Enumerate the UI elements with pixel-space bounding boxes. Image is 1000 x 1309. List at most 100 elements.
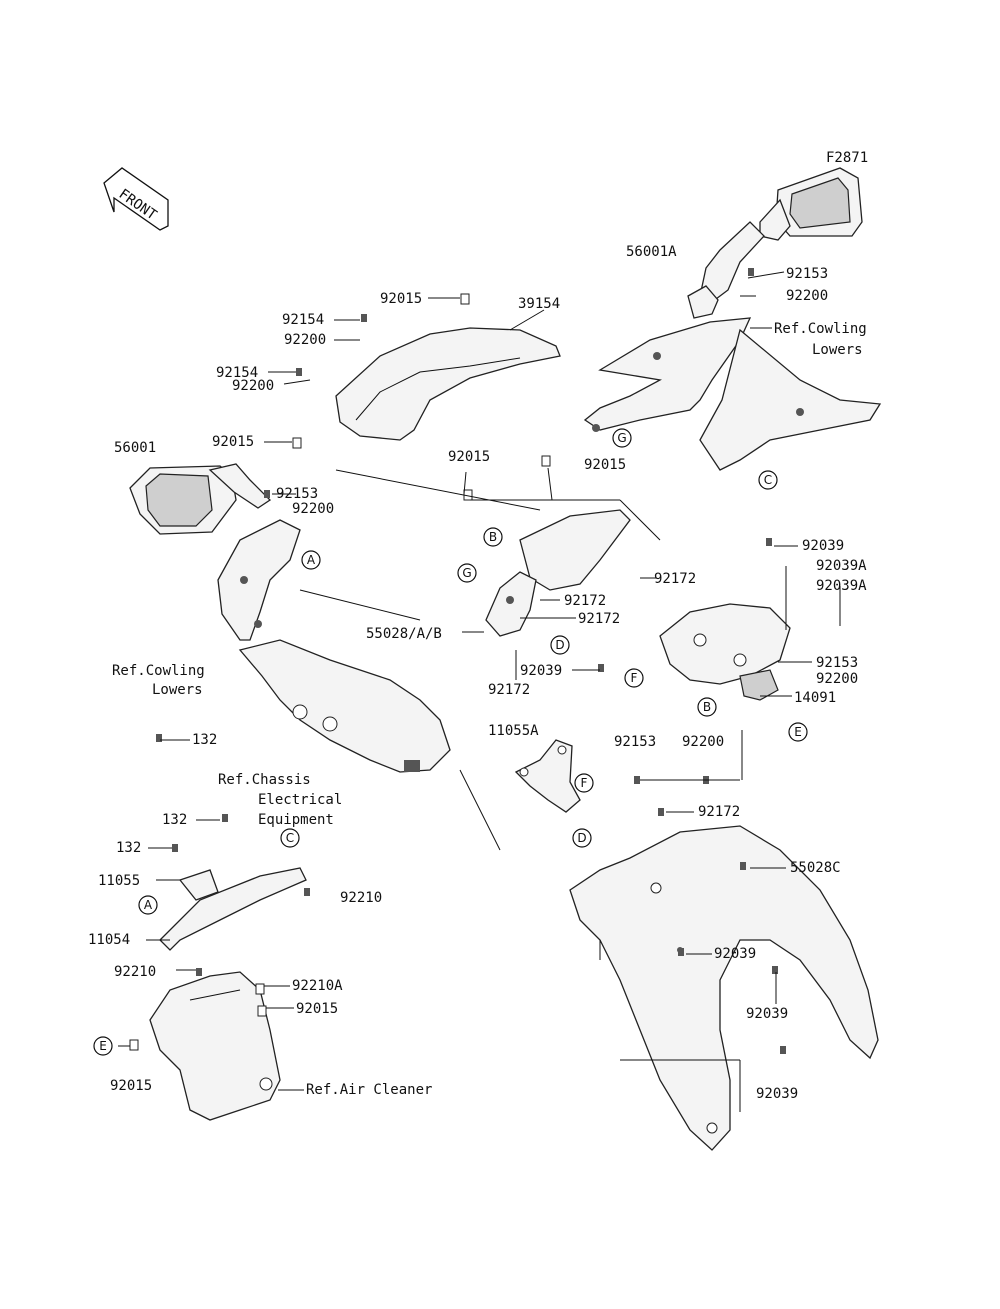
figure-code: F2871 xyxy=(826,150,868,166)
callout-g-lower: G xyxy=(457,563,477,583)
ref-label: Ref.Chassis xyxy=(218,772,311,788)
ref-label: Ref.Cowling xyxy=(774,321,867,337)
part-number: 11055A xyxy=(488,723,539,739)
left-mirror-part xyxy=(129,463,272,535)
windshield-part xyxy=(335,327,561,441)
left-upper-cowl-part xyxy=(217,519,301,641)
part-number: 92039A xyxy=(816,578,867,594)
ref-label: Lowers xyxy=(152,682,203,698)
bracket-11054-part xyxy=(159,867,307,951)
part-number: 92154 xyxy=(216,365,258,381)
part-number: 92153 xyxy=(816,655,858,671)
part-number: 92153 xyxy=(276,486,318,502)
right-inner-panel-part xyxy=(659,603,791,701)
part-number: 92210 xyxy=(340,890,382,906)
part-labels: 56001A 92153 92200 Ref.Cowling Lowers 92… xyxy=(88,244,867,1102)
part-number: 92015 xyxy=(448,449,490,465)
callout-e-left: E xyxy=(93,1036,113,1056)
front-arrow-icon: FRONT xyxy=(103,167,169,231)
part-number: 11054 xyxy=(88,932,130,948)
part-number: 132 xyxy=(192,732,217,748)
callout-c-lower: C xyxy=(280,828,300,848)
part-number: 92015 xyxy=(110,1078,152,1094)
callout-d-lower: D xyxy=(572,828,592,848)
part-number: 92153 xyxy=(786,266,828,282)
svg-text:C: C xyxy=(764,473,772,487)
part-number: 92200 xyxy=(682,734,724,750)
upper-right-cowling-part xyxy=(583,317,882,471)
callout-e-right: E xyxy=(788,722,808,742)
bracket-11055A-part xyxy=(514,739,581,813)
callout-c-upper: C xyxy=(758,470,778,490)
callout-a-upper: A xyxy=(301,550,321,570)
part-number: 92015 xyxy=(212,434,254,450)
part-number: 92172 xyxy=(654,571,696,587)
svg-text:A: A xyxy=(144,898,153,912)
svg-text:E: E xyxy=(794,725,802,739)
svg-text:D: D xyxy=(555,638,564,652)
part-number: 92200 xyxy=(284,332,326,348)
part-number: 39154 xyxy=(518,296,560,312)
part-number: 92172 xyxy=(564,593,606,609)
part-number: 55028C xyxy=(790,860,841,876)
left-lower-cowl-part xyxy=(238,639,451,773)
part-number: 92039 xyxy=(520,663,562,679)
part-number: 132 xyxy=(116,840,141,856)
svg-text:G: G xyxy=(462,566,471,580)
part-number: 92039 xyxy=(714,946,756,962)
part-number: 92200 xyxy=(292,501,334,517)
part-number: 92200 xyxy=(816,671,858,687)
part-number: 92015 xyxy=(584,457,626,473)
svg-text:G: G xyxy=(617,431,626,445)
ref-label: Lowers xyxy=(812,342,863,358)
callout-b-lower: B xyxy=(697,697,717,717)
callout-circles: A A B B C C D D E E F F G G xyxy=(93,428,808,1056)
ref-label: Electrical xyxy=(258,792,342,808)
right-mirror-part xyxy=(687,167,863,319)
part-number: 14091 xyxy=(794,690,836,706)
part-number: 92039 xyxy=(756,1086,798,1102)
callout-b-upper: B xyxy=(483,527,503,547)
part-number: 92200 xyxy=(232,378,274,394)
callout-f-upper: F xyxy=(624,668,644,688)
leader-lines xyxy=(118,271,841,1112)
part-number: 92015 xyxy=(296,1001,338,1017)
part-number: 92154 xyxy=(282,312,324,328)
part-number: 11055 xyxy=(98,873,140,889)
svg-text:F: F xyxy=(631,671,638,685)
part-number: 92172 xyxy=(578,611,620,627)
part-number: 132 xyxy=(162,812,187,828)
callout-d-upper: D xyxy=(550,635,570,655)
svg-text:C: C xyxy=(286,831,294,845)
air-cleaner-duct-part xyxy=(149,971,281,1121)
meter-cover-part xyxy=(485,509,631,637)
part-number: 92039 xyxy=(746,1006,788,1022)
callout-g-upper: G xyxy=(612,428,632,448)
svg-text:A: A xyxy=(307,553,316,567)
part-number: 55028/A/B xyxy=(366,626,442,642)
part-number: 56001A xyxy=(626,244,677,260)
part-number: 92015 xyxy=(380,291,422,307)
part-number: 92039 xyxy=(802,538,844,554)
svg-text:D: D xyxy=(577,831,586,845)
ref-label: Equipment xyxy=(258,812,334,828)
callout-a-lower: A xyxy=(138,895,158,915)
svg-text:E: E xyxy=(99,1039,107,1053)
part-number: 92039A xyxy=(816,558,867,574)
ref-label: Ref.Cowling xyxy=(112,663,205,679)
lower-front-cowl-part xyxy=(569,825,879,1151)
part-number: 92200 xyxy=(786,288,828,304)
part-number: 92172 xyxy=(488,682,530,698)
callout-f-lower: F xyxy=(574,773,594,793)
ref-label: Ref.Air Cleaner xyxy=(306,1082,432,1098)
part-number: 92210 xyxy=(114,964,156,980)
part-number: 92172 xyxy=(698,804,740,820)
svg-text:B: B xyxy=(489,530,497,544)
part-number: 56001 xyxy=(114,440,156,456)
part-number: 92210A xyxy=(292,978,343,994)
svg-text:B: B xyxy=(703,700,711,714)
svg-text:F: F xyxy=(581,776,588,790)
part-number: 92153 xyxy=(614,734,656,750)
